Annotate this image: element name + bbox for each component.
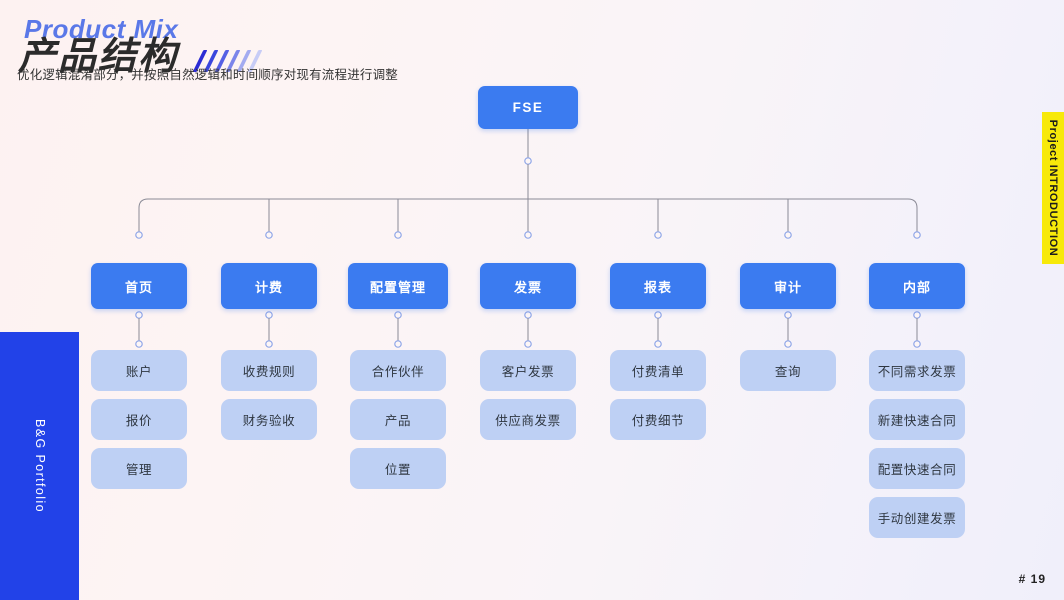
connector-dot: [654, 311, 662, 319]
connector-dot: [265, 311, 273, 319]
node-branch-1[interactable]: 计费: [221, 263, 317, 309]
node-leaf-0-0[interactable]: 账户: [91, 350, 187, 391]
connector-dot: [524, 157, 532, 165]
right-sidebar-band: Project INTRODUCTION: [1042, 112, 1064, 264]
page-subtitle: 优化逻辑混淆部分，并按照自然逻辑和时间顺序对现有流程进行调整: [17, 68, 399, 82]
connector-dot: [654, 231, 662, 239]
node-branch-4[interactable]: 报表: [610, 263, 706, 309]
node-branch-5[interactable]: 审计: [740, 263, 836, 309]
connector-dot: [784, 311, 792, 319]
node-leaf-3-0[interactable]: 客户发票: [480, 350, 576, 391]
connector-dot: [913, 340, 921, 348]
node-leaf-4-1[interactable]: 付费细节: [610, 399, 706, 440]
node-leaf-6-1[interactable]: 新建快速合同: [869, 399, 965, 440]
connector-dot: [784, 231, 792, 239]
node-branch-3[interactable]: 发票: [480, 263, 576, 309]
connector-dot: [654, 340, 662, 348]
node-leaf-3-1[interactable]: 供应商发票: [480, 399, 576, 440]
connector-dot: [524, 231, 532, 239]
title-english: Product Mix: [24, 14, 179, 44]
node-leaf-1-0[interactable]: 收费规则: [221, 350, 317, 391]
connector-dot: [784, 340, 792, 348]
connector-dot: [394, 340, 402, 348]
node-leaf-2-2[interactable]: 位置: [350, 448, 446, 489]
connector-dot: [913, 231, 921, 239]
connector-dot: [135, 340, 143, 348]
connector-dot: [265, 231, 273, 239]
connector-dot: [913, 311, 921, 319]
right-sidebar-label: Project INTRODUCTION: [1047, 119, 1059, 257]
node-leaf-4-0[interactable]: 付费清单: [610, 350, 706, 391]
node-leaf-0-1[interactable]: 报价: [91, 399, 187, 440]
node-branch-2[interactable]: 配置管理: [348, 263, 448, 309]
node-leaf-1-1[interactable]: 财务验收: [221, 399, 317, 440]
left-sidebar-label: B&G Portfolio: [32, 419, 47, 513]
node-branch-0[interactable]: 首页: [91, 263, 187, 309]
page-title: 产品结构: [18, 36, 179, 78]
connector-dot: [265, 340, 273, 348]
connector-dot: [524, 311, 532, 319]
node-root-fse[interactable]: FSE: [478, 86, 578, 129]
connector-dot: [394, 311, 402, 319]
connector-dot: [394, 231, 402, 239]
connector-dot: [524, 340, 532, 348]
left-sidebar-band: B&G Portfolio: [0, 332, 79, 600]
connector-dot: [135, 231, 143, 239]
node-leaf-0-2[interactable]: 管理: [91, 448, 187, 489]
node-leaf-6-3[interactable]: 手动创建发票: [869, 497, 965, 538]
node-branch-6[interactable]: 内部: [869, 263, 965, 309]
page-number: # 19: [1018, 572, 1046, 586]
node-leaf-6-2[interactable]: 配置快速合同: [869, 448, 965, 489]
node-leaf-5-0[interactable]: 查询: [740, 350, 836, 391]
node-leaf-2-1[interactable]: 产品: [350, 399, 446, 440]
connector-dot: [135, 311, 143, 319]
node-leaf-2-0[interactable]: 合作伙伴: [350, 350, 446, 391]
node-leaf-6-0[interactable]: 不同需求发票: [869, 350, 965, 391]
